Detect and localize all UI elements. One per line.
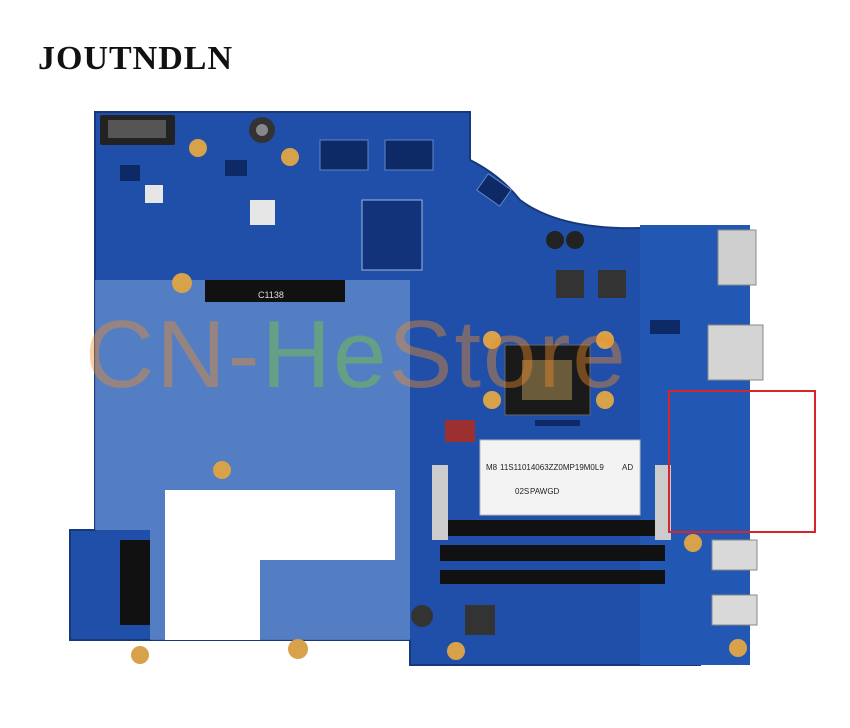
capacitor-2: [566, 231, 584, 249]
sticker-text-4: PAWGD: [530, 487, 560, 496]
sticker-text-3: AD: [622, 463, 633, 472]
sata-connector: [205, 280, 345, 302]
capacitor-1: [546, 231, 564, 249]
board-cutout: [165, 490, 395, 640]
vga-port: [717, 229, 757, 286]
inductor-square-1: [556, 270, 584, 298]
highlight-box: [668, 390, 816, 533]
mount-pad-12: [684, 534, 702, 552]
mount-pad-5: [596, 331, 614, 349]
watermark-part2: He: [261, 301, 389, 408]
inductor-square-2: [598, 270, 626, 298]
usb-port-1: [711, 539, 758, 571]
sticker-text-2: 11S11014063ZZ0MP19M0L9: [500, 463, 604, 472]
watermark: CN-HeStore: [85, 300, 628, 410]
mount-pad-1: [189, 139, 207, 157]
usb-port-2: [711, 594, 758, 626]
pcb-right-edge: [640, 225, 750, 665]
brand-title: JOUTNDLN: [38, 40, 234, 77]
ram-slot-3: [440, 570, 665, 584]
mount-pad-4: [483, 331, 501, 349]
watermark-part1: CN-: [85, 301, 262, 408]
ethernet-port: [707, 324, 764, 381]
chip-top-2: [384, 139, 434, 171]
serial-sticker: [479, 439, 641, 516]
cpu-socket: [504, 344, 591, 416]
ram-slot-1: [440, 520, 665, 536]
bottom-inductor: [411, 605, 433, 627]
connector-label: C1138: [258, 290, 284, 300]
mount-pad-13: [729, 639, 747, 657]
sticker-text-1: M8: [486, 463, 498, 472]
chip-top-1: [319, 139, 369, 171]
mount-pad-10: [288, 639, 308, 659]
mini-pcie-slot: [120, 540, 150, 625]
mount-pad-9: [131, 646, 149, 664]
watermark-part3: Store: [388, 301, 628, 408]
red-component: [445, 420, 475, 442]
ram-slot-2: [440, 545, 665, 561]
bottom-chip: [465, 605, 495, 635]
mount-pad-11: [447, 642, 465, 660]
bga-chip-area: [361, 199, 423, 271]
mount-pad-8: [213, 461, 231, 479]
sticker-text-5: 02S: [515, 487, 529, 496]
mount-pad-6: [483, 391, 501, 409]
mount-pad-2: [281, 148, 299, 166]
mount-pad-7: [596, 391, 614, 409]
mount-pad-3: [172, 273, 192, 293]
